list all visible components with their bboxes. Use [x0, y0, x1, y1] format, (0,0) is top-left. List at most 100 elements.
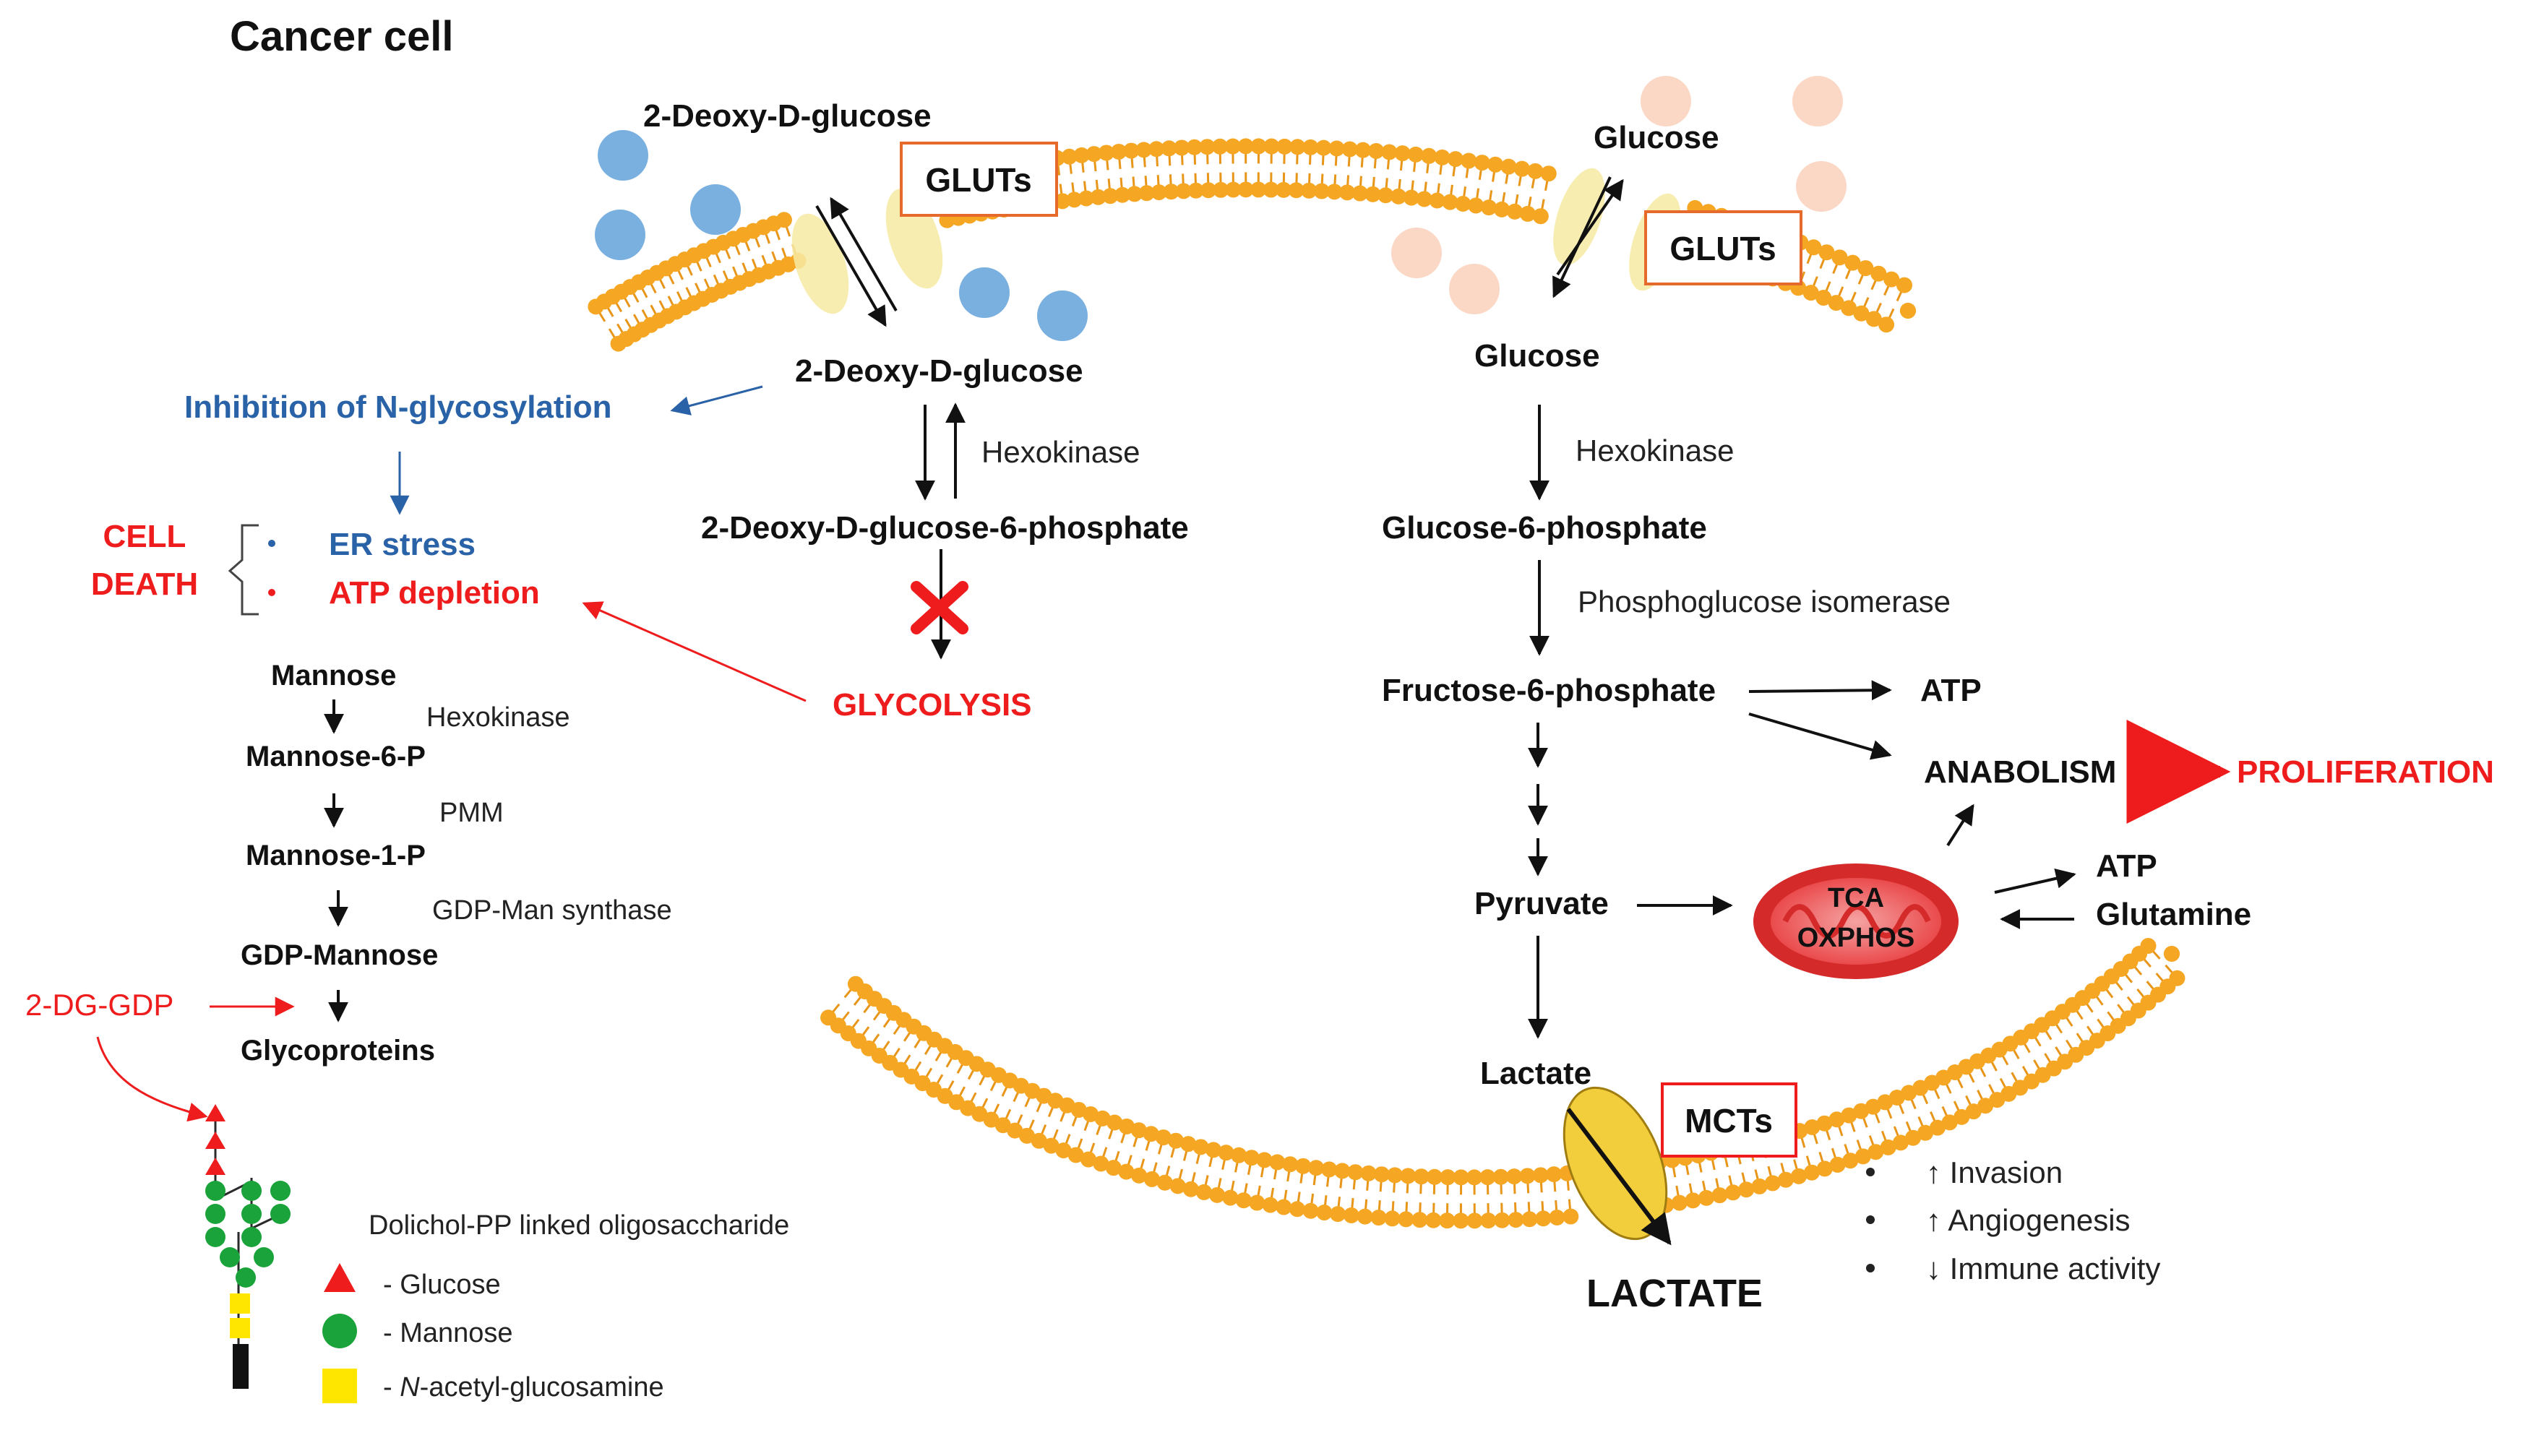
- lipid-head: [1527, 163, 1544, 179]
- lipid-head: [1250, 138, 1267, 155]
- lipid-head: [1878, 316, 1895, 333]
- glut-label-right: GLUTs: [1669, 230, 1776, 267]
- lipid-head: [1131, 1167, 1148, 1184]
- legend-mannose-symbol: [322, 1314, 357, 1348]
- lipid-head: [1506, 203, 1523, 220]
- lipid-head: [1828, 295, 1844, 311]
- lipid-head: [1818, 244, 1835, 261]
- lipid-head: [1180, 1136, 1197, 1153]
- lipid-head: [1106, 1114, 1123, 1131]
- lipid-head: [1249, 1194, 1265, 1211]
- lipid-head: [1816, 1115, 1833, 1132]
- mct-label: MCTs: [1685, 1102, 1773, 1140]
- lipid-head: [1222, 1189, 1239, 1206]
- lipid-head: [1425, 1212, 1442, 1228]
- arrows-right: [1528, 176, 2076, 1039]
- lipid-head: [1054, 193, 1071, 210]
- lipid-head: [1326, 184, 1343, 200]
- lipid-head: [1302, 1202, 1319, 1219]
- lipid-head: [983, 1111, 1000, 1128]
- atp-label-2: ATP: [2096, 848, 2157, 884]
- dg-molecules: [595, 130, 1088, 341]
- cell-death-brace: [228, 524, 259, 616]
- lipid-head: [1200, 182, 1216, 199]
- lipid-head: [1381, 144, 1398, 160]
- lipid-head: [1031, 1132, 1047, 1149]
- lipid-head: [1764, 1175, 1781, 1192]
- lipid-head: [1080, 1151, 1096, 1168]
- effects-list: ↑ Invasion ↑ Angiogenesis ↓ Immune activ…: [1866, 1155, 2160, 1285]
- lipid-head: [1364, 186, 1381, 202]
- lipid-head: [1413, 1168, 1430, 1185]
- lipid-head: [1250, 181, 1267, 198]
- lipid-head: [1394, 145, 1411, 162]
- lipid-head: [1905, 1129, 1922, 1146]
- lipid-head: [1442, 194, 1458, 210]
- lipid-head: [1143, 1171, 1160, 1187]
- arrows-red: [96, 601, 807, 1122]
- lipid-head: [1481, 199, 1497, 216]
- lipid-head: [1090, 189, 1106, 205]
- lipid-head: [1466, 1212, 1483, 1229]
- lipid-head: [1302, 139, 1319, 155]
- lipid-head: [1295, 1158, 1312, 1174]
- lipid-head: [1155, 1129, 1172, 1146]
- lipid-head: [1118, 1163, 1135, 1180]
- lipid-head: [1815, 290, 1832, 306]
- lipid-head: [1803, 1164, 1820, 1181]
- lipid-head: [1387, 1167, 1404, 1184]
- proliferation-label: PROLIFERATION: [2237, 754, 2494, 790]
- lipid-head: [1447, 151, 1463, 168]
- lipid-head: [1138, 185, 1155, 202]
- lipid-head: [1209, 1186, 1226, 1203]
- lipid-head: [1400, 1168, 1417, 1184]
- glucose-outside-label: Glucose: [1594, 120, 1719, 155]
- lipid-head: [1360, 1165, 1377, 1181]
- lipid-head: [1182, 1181, 1199, 1197]
- lipid-head: [1073, 147, 1090, 163]
- lipid-head: [1156, 1174, 1173, 1191]
- lipid-head: [1093, 1155, 1109, 1172]
- lipid-head: [1900, 303, 1916, 319]
- lipid-head: [1192, 1139, 1209, 1155]
- lipid-head: [1867, 1144, 1884, 1160]
- lipid-head: [1276, 138, 1293, 155]
- lipid-head: [1411, 1212, 1428, 1228]
- lipid-head: [1078, 190, 1095, 207]
- lipid-head: [1865, 311, 1882, 327]
- lipid-head: [1751, 1178, 1768, 1194]
- lipid-head: [2169, 970, 2185, 986]
- lipid-head: [1844, 254, 1861, 271]
- lipid-head: [1831, 249, 1848, 266]
- lipid-head: [1357, 1208, 1373, 1225]
- lipid-head: [1174, 139, 1190, 156]
- lipid-head: [1263, 181, 1279, 198]
- gdp-man-synthase-label: GDP-Man synthase: [432, 895, 672, 926]
- lipid-head: [1289, 1201, 1305, 1218]
- lipid-head: [1163, 184, 1179, 200]
- lipid-head: [1373, 1166, 1390, 1183]
- lipid-head: [1403, 189, 1419, 206]
- lipid-head: [994, 1117, 1011, 1134]
- lipid-head: [1126, 186, 1143, 202]
- lipid-head: [1540, 165, 1557, 182]
- lipid-head: [1377, 187, 1394, 204]
- pyruvate-label: Pyruvate: [1474, 886, 1609, 921]
- lipid-head: [1187, 182, 1204, 199]
- lipid-head: [1354, 142, 1371, 158]
- lipid-head: [1519, 205, 1536, 222]
- lipid-head: [1066, 191, 1083, 208]
- lipid-head: [1007, 1122, 1023, 1139]
- lipid-head: [1941, 1114, 1958, 1131]
- hexokinase-left-label: Hexokinase: [981, 435, 1140, 469]
- lipid-head: [1269, 1154, 1286, 1171]
- lipid-head: [1439, 1212, 1456, 1229]
- oxphos-label: OXPHOS: [1797, 923, 1915, 953]
- lipid-head: [1805, 239, 1822, 256]
- glucose-molecules: [1391, 76, 1847, 314]
- lipid-head: [1111, 143, 1127, 160]
- lipid-head: [1282, 1156, 1299, 1173]
- f6p-label: Fructose-6-phosphate: [1382, 673, 1716, 708]
- lipid-head: [1308, 1160, 1325, 1176]
